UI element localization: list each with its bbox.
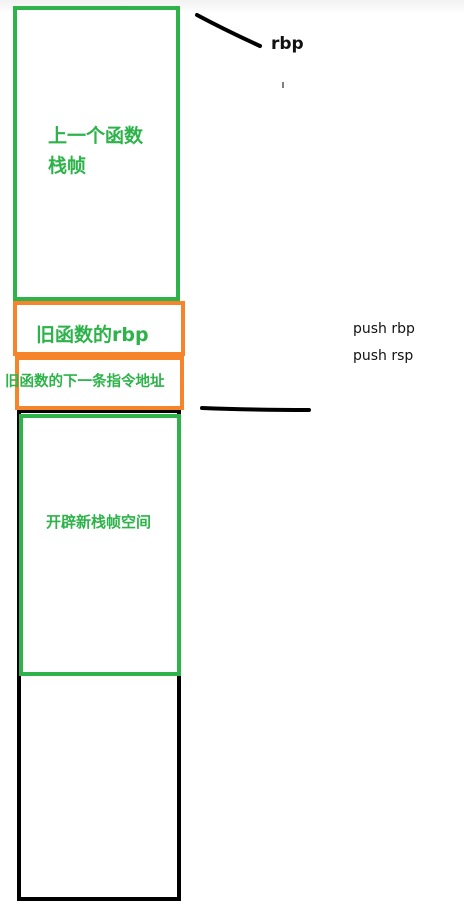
boundary-pointer-stroke [200, 406, 311, 412]
previous-stack-frame [13, 6, 180, 301]
new-stack-frame [19, 414, 181, 676]
push-rbp-note: push rbp [353, 321, 415, 337]
rbp-pointer-label: rbp [271, 34, 304, 54]
old-rbp-label: 旧函数的rbp [36, 324, 149, 346]
return-address-label: 旧函数的下一条指令地址 [5, 374, 165, 390]
new-frame-label: 开辟新栈帧空间 [46, 513, 152, 531]
previous-frame-label-line1: 上一个函数 [48, 125, 144, 147]
return-address-slot [15, 356, 184, 410]
previous-frame-label-line2: 栈帧 [48, 155, 87, 177]
rbp-pointer-stroke [195, 13, 262, 48]
push-rsp-note: push rsp [353, 348, 414, 364]
old-rbp-slot [13, 301, 185, 356]
window-top-shadow [0, 0, 464, 14]
